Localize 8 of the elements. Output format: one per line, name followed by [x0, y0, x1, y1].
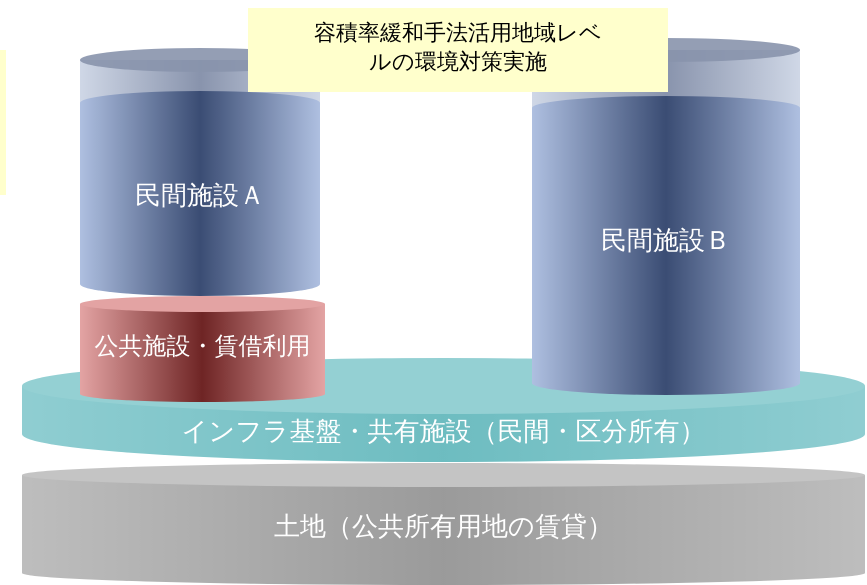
- cylinder-label: 民間施設Ｂ: [600, 225, 732, 258]
- cylinder-label: インフラ基盤・共有施設（民間・区分所有）: [180, 416, 706, 449]
- cylinder-label: 公共施設・賃借利用: [94, 331, 312, 362]
- callout-text: 容積率緩和手法活用地域レベルの環境対策実施: [313, 20, 603, 77]
- note-box: [0, 50, 6, 195]
- cylinder-label: 民間施設Ａ: [134, 180, 266, 213]
- callout-box: [248, 8, 668, 92]
- cylinder-label: 土地（公共所有用地の賃貸）: [273, 511, 614, 544]
